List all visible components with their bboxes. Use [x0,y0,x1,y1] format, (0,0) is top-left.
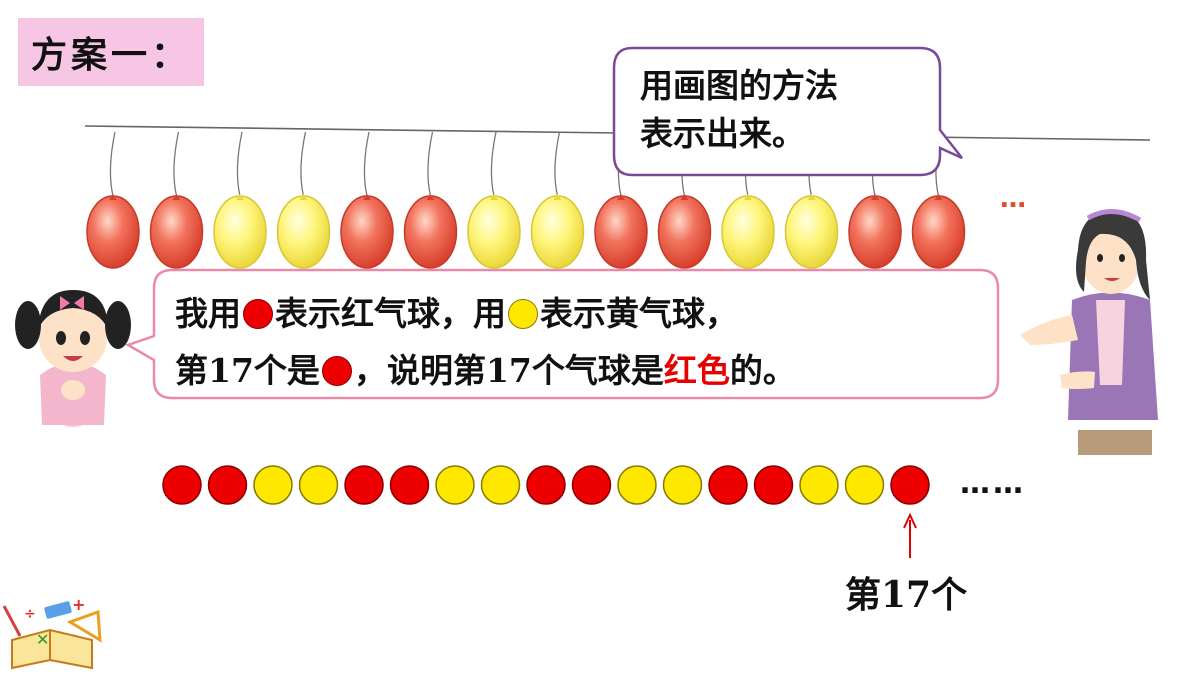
svg-text:+: + [72,595,85,614]
balloon-string-line [84,125,1151,141]
red-circle-icon [321,356,352,386]
red-circle [571,465,612,505]
yellow-circle [617,465,657,505]
teacher-speech-line2: 表示出来。 [640,114,805,153]
yellow-circle [844,465,885,505]
teacher-speech-line1: 用画图的方法 [640,66,838,105]
girl-speech-line2: 第17个是 ，说明第17个气球是红色的。 [175,344,796,392]
title-box: 方案一： [18,18,204,86]
red-balloon [86,131,140,269]
red-balloon [657,131,712,269]
red-circle [526,465,566,505]
circle-sequence [162,465,930,505]
girl-speech-line1: 我用表示红气球，用表示黄气球， [175,287,738,335]
red-balloon [848,131,902,269]
yellow-balloon [467,131,521,269]
yellow-circle [253,465,293,505]
red-balloon [340,131,394,269]
balloon-row [86,131,966,269]
girl-speech-text: 的。 [729,351,796,390]
page-title: 方案一： [30,34,191,76]
yellow-balloon [530,131,585,269]
girl-speech-text: 第17个是 [175,351,320,390]
red-circle [708,465,748,505]
red-circle [162,465,202,505]
balloon-ellipsis: … [1000,184,1028,214]
yellow-balloon [213,131,267,269]
red-circle [389,465,430,505]
yellow-balloon [784,131,839,269]
yellow-circle [480,465,521,505]
svg-text:÷: ÷ [24,606,36,622]
red-balloon [149,131,204,269]
pointer-label: 第17个 [845,574,968,616]
teacher-speech-bubble [612,46,963,177]
highlight-red-text: 红色 [663,351,730,390]
yellow-circle [799,465,839,505]
red-circle [344,465,384,505]
girl-character [15,290,131,427]
up-arrow-icon [903,512,917,558]
teacher-speech-text: 用画图的方法 表示出来。 [640,62,838,158]
red-circle-icon [243,299,273,329]
yellow-balloon [276,131,331,269]
girl-speech-text: 表示黄气球， [540,294,738,333]
svg-text:✕: ✕ [36,630,49,649]
yellow-circle [662,465,703,505]
stationery-icon: ✕ + ÷ [2,595,102,670]
red-circle [890,465,930,505]
girl-speech-text: 表示红气球，用 [275,294,506,333]
red-circle [207,465,248,505]
girl-speech-text: 我用 [175,294,241,333]
yellow-circle-icon [508,299,538,329]
yellow-circle [435,465,475,505]
girl-speech-text: ，说明第17个气球是 [353,351,664,390]
red-circle [753,465,794,505]
red-balloon [403,131,458,269]
yellow-circle [298,465,339,505]
teacher-character [1020,209,1158,455]
circle-ellipsis: …… [960,466,1026,501]
